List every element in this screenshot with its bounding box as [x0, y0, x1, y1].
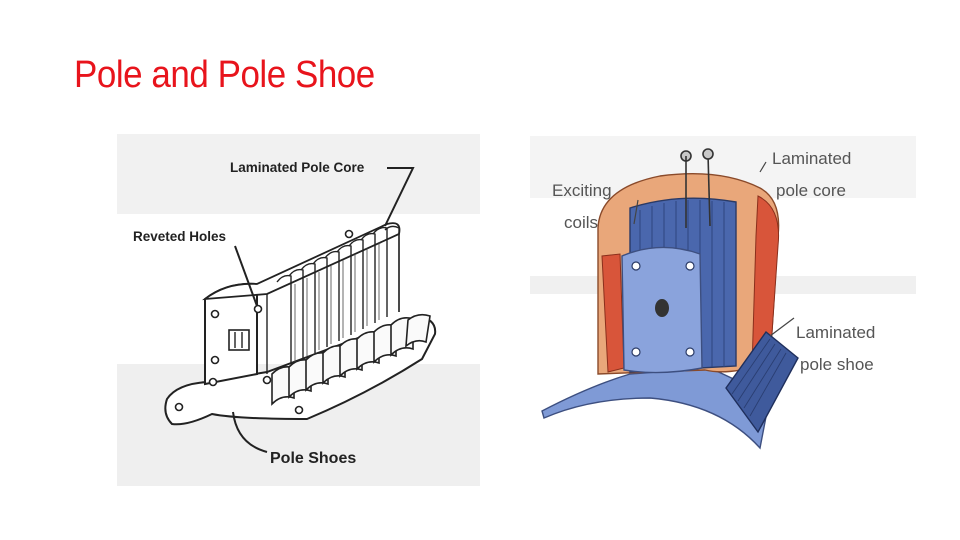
label-exciting-coils-line2: coils — [564, 213, 598, 232]
leader-lines — [232, 167, 415, 453]
laminated-pole-drawing: Laminated Pole Core Reveted Holes Pole S… — [117, 134, 480, 486]
label-laminated-pole-shoe-line2: pole shoe — [800, 355, 874, 374]
laminated-pole-figure: Laminated Pole Core Reveted Holes Pole S… — [117, 134, 480, 486]
label-laminated-pole-core: Laminated Pole Core — [230, 160, 365, 175]
rivet-holes — [174, 229, 354, 415]
pole-face — [541, 367, 771, 450]
pole-cutaway-figure: Exciting coils Laminated pole core Lamin… — [530, 136, 916, 450]
label-laminated-pole-core-line2: pole core — [776, 181, 846, 200]
label-laminated-pole-core-line1: Laminated — [772, 149, 851, 168]
slide-title: Pole and Pole Shoe — [74, 54, 375, 96]
laminated-pole-shoe — [725, 330, 799, 434]
label-pole-shoes: Pole Shoes — [270, 450, 356, 467]
pole-rivet-holes — [631, 261, 695, 357]
pole-shoe-laminations — [271, 313, 431, 406]
pole-bolts — [680, 148, 714, 228]
label-reveted-holes: Reveted Holes — [133, 229, 226, 244]
pole-core-laminations — [266, 225, 400, 374]
pole-cutaway-drawing: Exciting coils Laminated pole core Lamin… — [530, 136, 916, 472]
leader-lines-right — [633, 161, 795, 337]
label-exciting-coils-line1: Exciting — [552, 181, 612, 200]
label-laminated-pole-shoe-line1: Laminated — [796, 323, 875, 342]
